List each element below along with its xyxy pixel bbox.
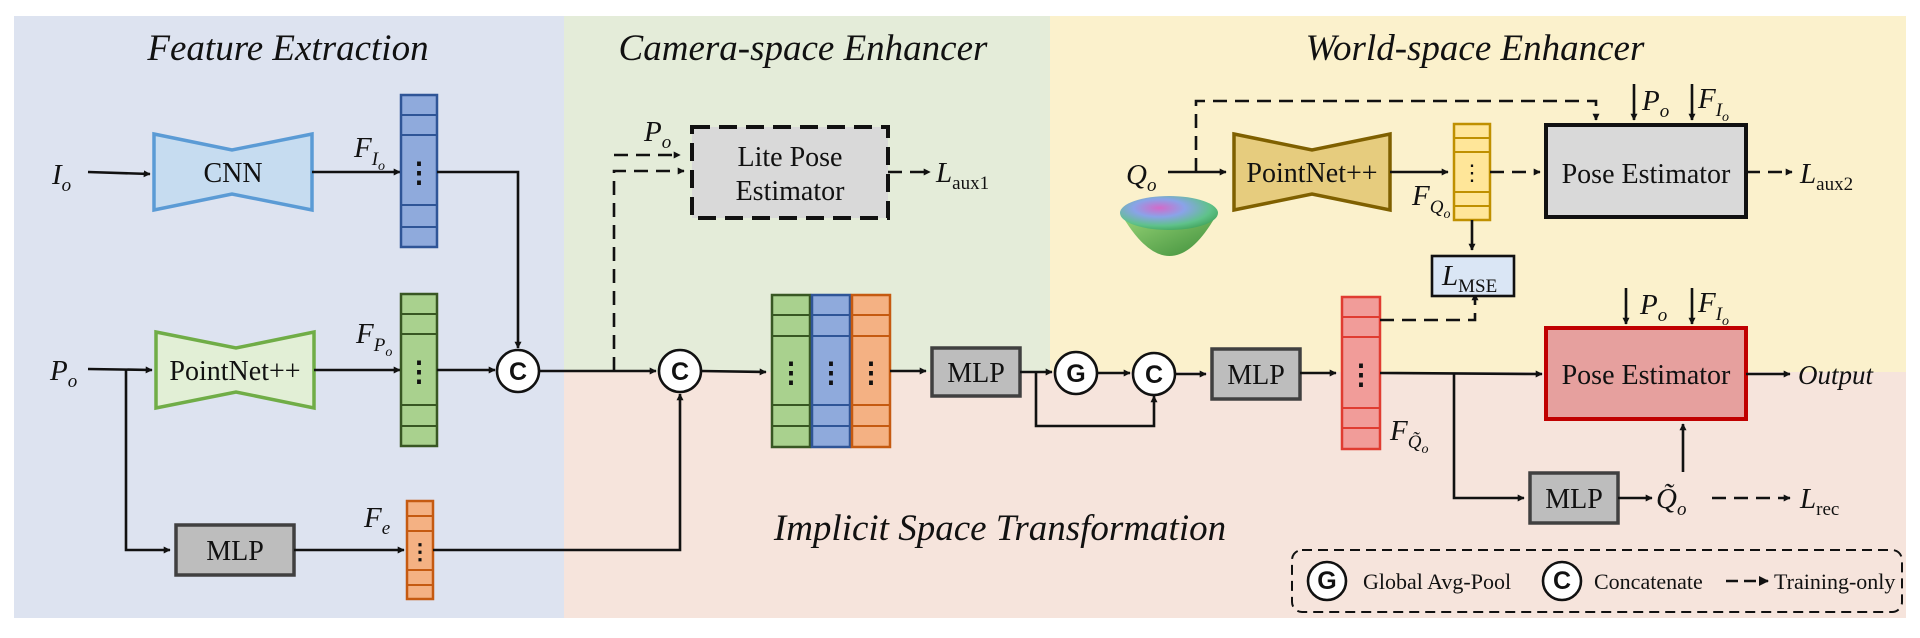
arrow-fq-to-mlp-rec [1452,373,1525,502]
region-title-feature-extraction: Feature Extraction [146,28,428,69]
lite-pose-label-line1: Lite Pose [738,142,843,173]
arrow-points-to-mlp [124,369,171,554]
input-image-label: Io [51,159,71,196]
lite-pose-label-line2: Estimator [736,176,846,207]
svg-text:C: C [671,358,689,386]
arrow-image-to-cnn [87,170,151,178]
vector-fq-tilde-dots: ⋮ [1347,360,1375,391]
legend-gap-label: Global Avg-Pool [1363,569,1511,594]
pointnet-label: PointNet++ [169,356,300,387]
svg-text:C: C [509,358,527,386]
loss-aux1-label: Laux1 [935,157,989,194]
concat-op-1: C [495,348,541,394]
arrow-fe-to-concat2 [433,393,684,552]
pose-estimator-top-label: Pose Estimator [1562,159,1731,190]
stack-blue-dots: ⋮ [817,358,845,389]
mlp-rec-label: MLP [1545,484,1603,515]
lite-pose-po-label: Po [643,116,671,153]
vector-fe-dots: ⋮ [409,539,431,564]
input-points-label: Po [49,355,77,392]
dashed-q-to-pose-top [1194,99,1600,172]
legend-concat-symbol [1541,560,1583,602]
dashed-fq-to-mse [1380,293,1479,322]
legend-gap-letter: G [1317,567,1336,595]
feature-fi-label: FIo [353,132,385,174]
concat-op-2: C [657,348,703,394]
mlp-main-block [930,346,1022,398]
stack-orange-dots: ⋮ [857,358,885,389]
pose-estimator-top-block [1544,123,1748,219]
vector-fe: ⋮ [405,499,435,601]
pointnet-world-block [1232,131,1392,213]
pose-top-fi-label: FIo [1697,83,1729,125]
mlp-main-label: MLP [947,358,1005,389]
legend: G Global Avg-Pool C Concatenate Training… [1291,549,1903,613]
stack-green-dots: ⋮ [777,358,805,389]
legend-concat-label: Concatenate [1594,569,1703,594]
vector-fq-tilde: ⋮ [1340,295,1382,451]
pose-main-fi-label: FIo [1697,287,1729,329]
legend-training-label: Training-only [1774,569,1895,594]
bowl-pointcloud-image [1120,196,1218,256]
cnn-block [152,131,314,213]
dashed-to-lite-pose [612,167,685,371]
pose-top-po-label: Po [1641,85,1669,122]
arrow-fi-to-concat [437,170,522,349]
legend-concat-letter: C [1553,567,1571,595]
region-title-camera-enhancer: Camera-space Enhancer [619,28,988,69]
loss-rec-label: Lrec [1799,483,1839,520]
arrow-concat2-to-stack [700,368,767,376]
legend-gap-symbol [1306,560,1348,602]
arrow-skip-to-concat3 [1034,372,1158,428]
mse-loss-label: LMSE [1441,260,1497,297]
pointnet-block [154,329,316,411]
vector-fp: ⋮ [399,292,439,448]
pose-estimator-main-label: Pose Estimator [1562,360,1731,391]
mlp-fe-label: MLP [206,536,264,567]
pose-estimator-main-block [1544,326,1748,421]
svg-text:C: C [1145,361,1163,389]
lite-pose-estimator-block [690,125,890,220]
loss-aux2-label: Laux2 [1799,158,1853,195]
region-title-implicit-transform: Implicit Space Transformation [773,508,1226,549]
arrow-points-to-pointnet [87,366,153,374]
region-title-world-enhancer: World-space Enhancer [1306,28,1645,69]
cnn-label: CNN [203,158,262,189]
vector-fp-dots: ⋮ [405,357,433,388]
output-label: Output [1798,360,1875,390]
mlp-second-label: MLP [1227,360,1285,391]
vector-fi-dots: ⋮ [405,158,433,189]
vector-fi: ⋮ [399,93,439,249]
feature-fp-label: FPo [355,318,392,360]
legend-box [1291,549,1903,613]
q-tilde-label: Q̃o [1656,483,1686,520]
vector-fqo: ⋮ [1452,122,1492,222]
vector-fqo-dots: ⋮ [1461,160,1483,185]
feature-extraction-bg [14,16,564,618]
pose-main-po-label: Po [1639,289,1667,326]
global-avg-pool-op: G [1053,350,1099,396]
arrow-fq-to-pose [1379,370,1543,378]
concatenated-feature-stack: ⋮ ⋮ ⋮ [770,293,892,449]
concat-op-3: C [1131,351,1177,397]
feature-fe-label: Fe [363,502,390,539]
svg-text:G: G [1066,360,1085,388]
feature-fqo-label: FQo [1411,180,1450,222]
mse-loss-box [1430,254,1516,298]
pointnet-world-label: PointNet++ [1246,158,1377,189]
input-q-label: Qo [1126,159,1156,196]
feature-fq-tilde-label: FQ̃o [1389,415,1428,457]
